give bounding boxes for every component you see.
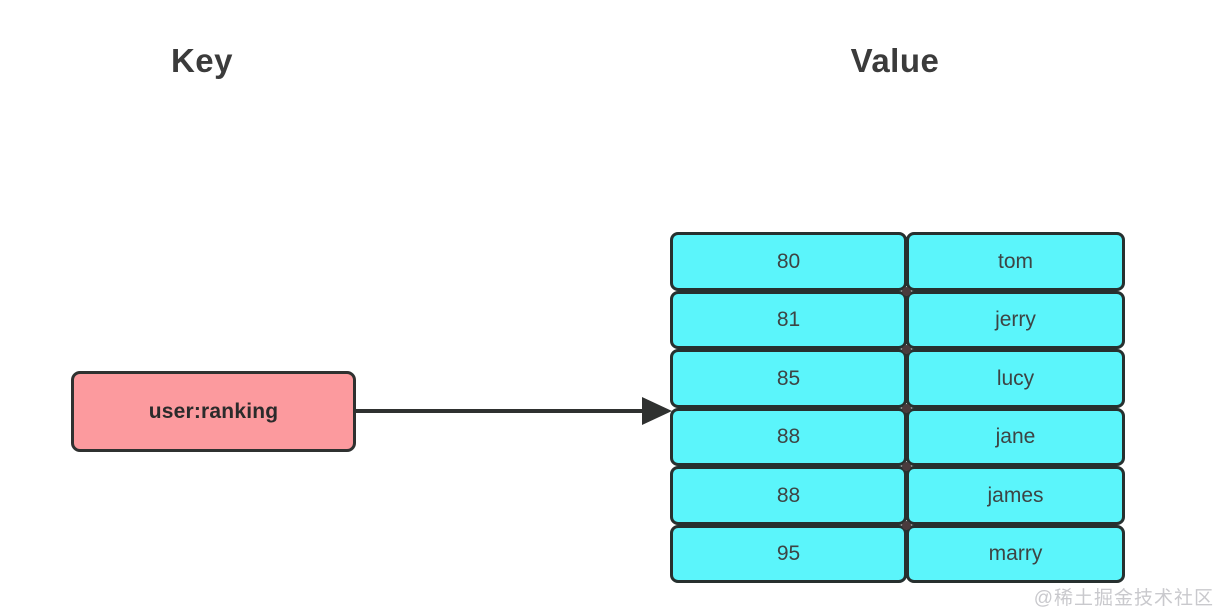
value-name-cell: jane	[906, 407, 1125, 466]
key-to-value-arrow	[354, 397, 672, 425]
table-junction-dot	[902, 286, 911, 296]
value-name-cell: james	[906, 466, 1125, 525]
key-column-heading: Key	[170, 42, 234, 79]
key-box: user:ranking	[71, 371, 356, 452]
value-score-cell: 88	[670, 407, 907, 466]
table-junction-dot	[902, 345, 911, 354]
table-junction-dot	[902, 403, 911, 413]
table-junction-dot	[902, 462, 911, 471]
watermark: @稀土掘金技术社区	[1033, 588, 1214, 609]
value-name-cell: jerry	[906, 290, 1125, 349]
value-score-cell: 80	[670, 232, 907, 291]
value-name-cell: tom	[906, 232, 1125, 291]
key-box-label: user:ranking	[148, 399, 279, 423]
value-name-cell: marry	[906, 524, 1125, 583]
table-junction-dot	[902, 520, 911, 530]
value-column-heading: Value	[850, 42, 940, 79]
value-name-cell: lucy	[906, 349, 1125, 408]
value-score-cell: 81	[670, 290, 907, 349]
value-score-cell: 85	[670, 349, 907, 408]
value-score-cell: 95	[670, 524, 907, 583]
arrow-head-icon	[642, 397, 672, 425]
value-score-cell: 88	[670, 466, 907, 525]
